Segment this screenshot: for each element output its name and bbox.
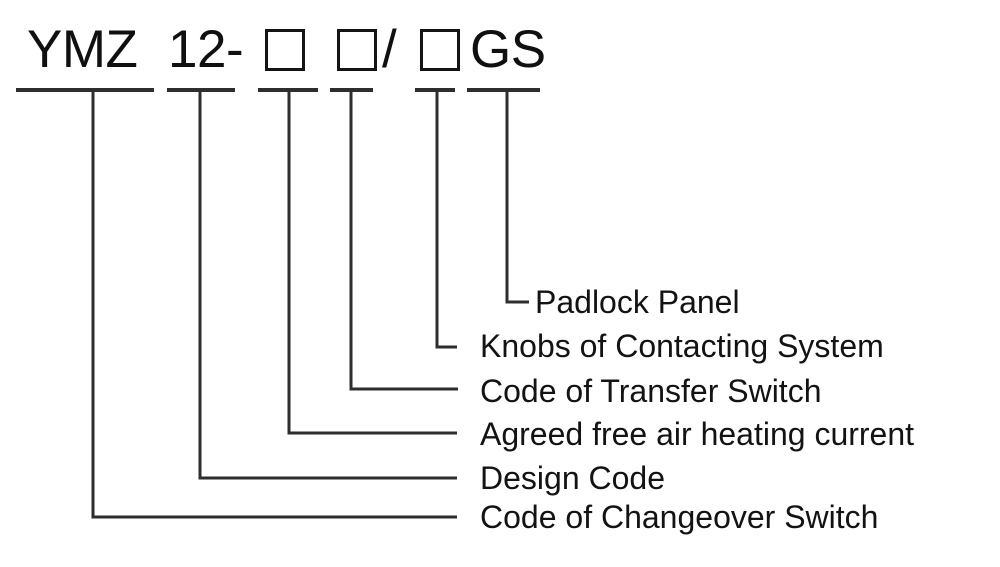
label-knobs: Knobs of Contacting System [480, 328, 884, 364]
connector-knobs [435, 92, 457, 349]
connector-transfer-switch [349, 92, 458, 391]
model-segment-suffix: GS [470, 20, 546, 79]
label-transfer-switch: Code of Transfer Switch [480, 373, 822, 409]
connector-changeover-switch [91, 92, 457, 519]
connector-padlock-panel [505, 92, 529, 304]
label-changeover-switch: Code of Changeover Switch [480, 499, 879, 535]
label-design-code: Design Code [480, 460, 665, 496]
model-segment-slash: / [382, 20, 397, 79]
placeholder-square-heating-current [265, 29, 305, 71]
connector-design-code [198, 92, 457, 480]
label-padlock-panel: Padlock Panel [535, 284, 740, 320]
connector-heating-current [287, 92, 457, 435]
placeholder-square-knobs [420, 29, 460, 71]
model-segment-design-code: 12- [168, 20, 244, 79]
model-segment-series: YMZ [27, 20, 138, 79]
placeholder-square-transfer-switch [337, 29, 377, 71]
label-heating-current: Agreed free air heating current [480, 416, 915, 452]
